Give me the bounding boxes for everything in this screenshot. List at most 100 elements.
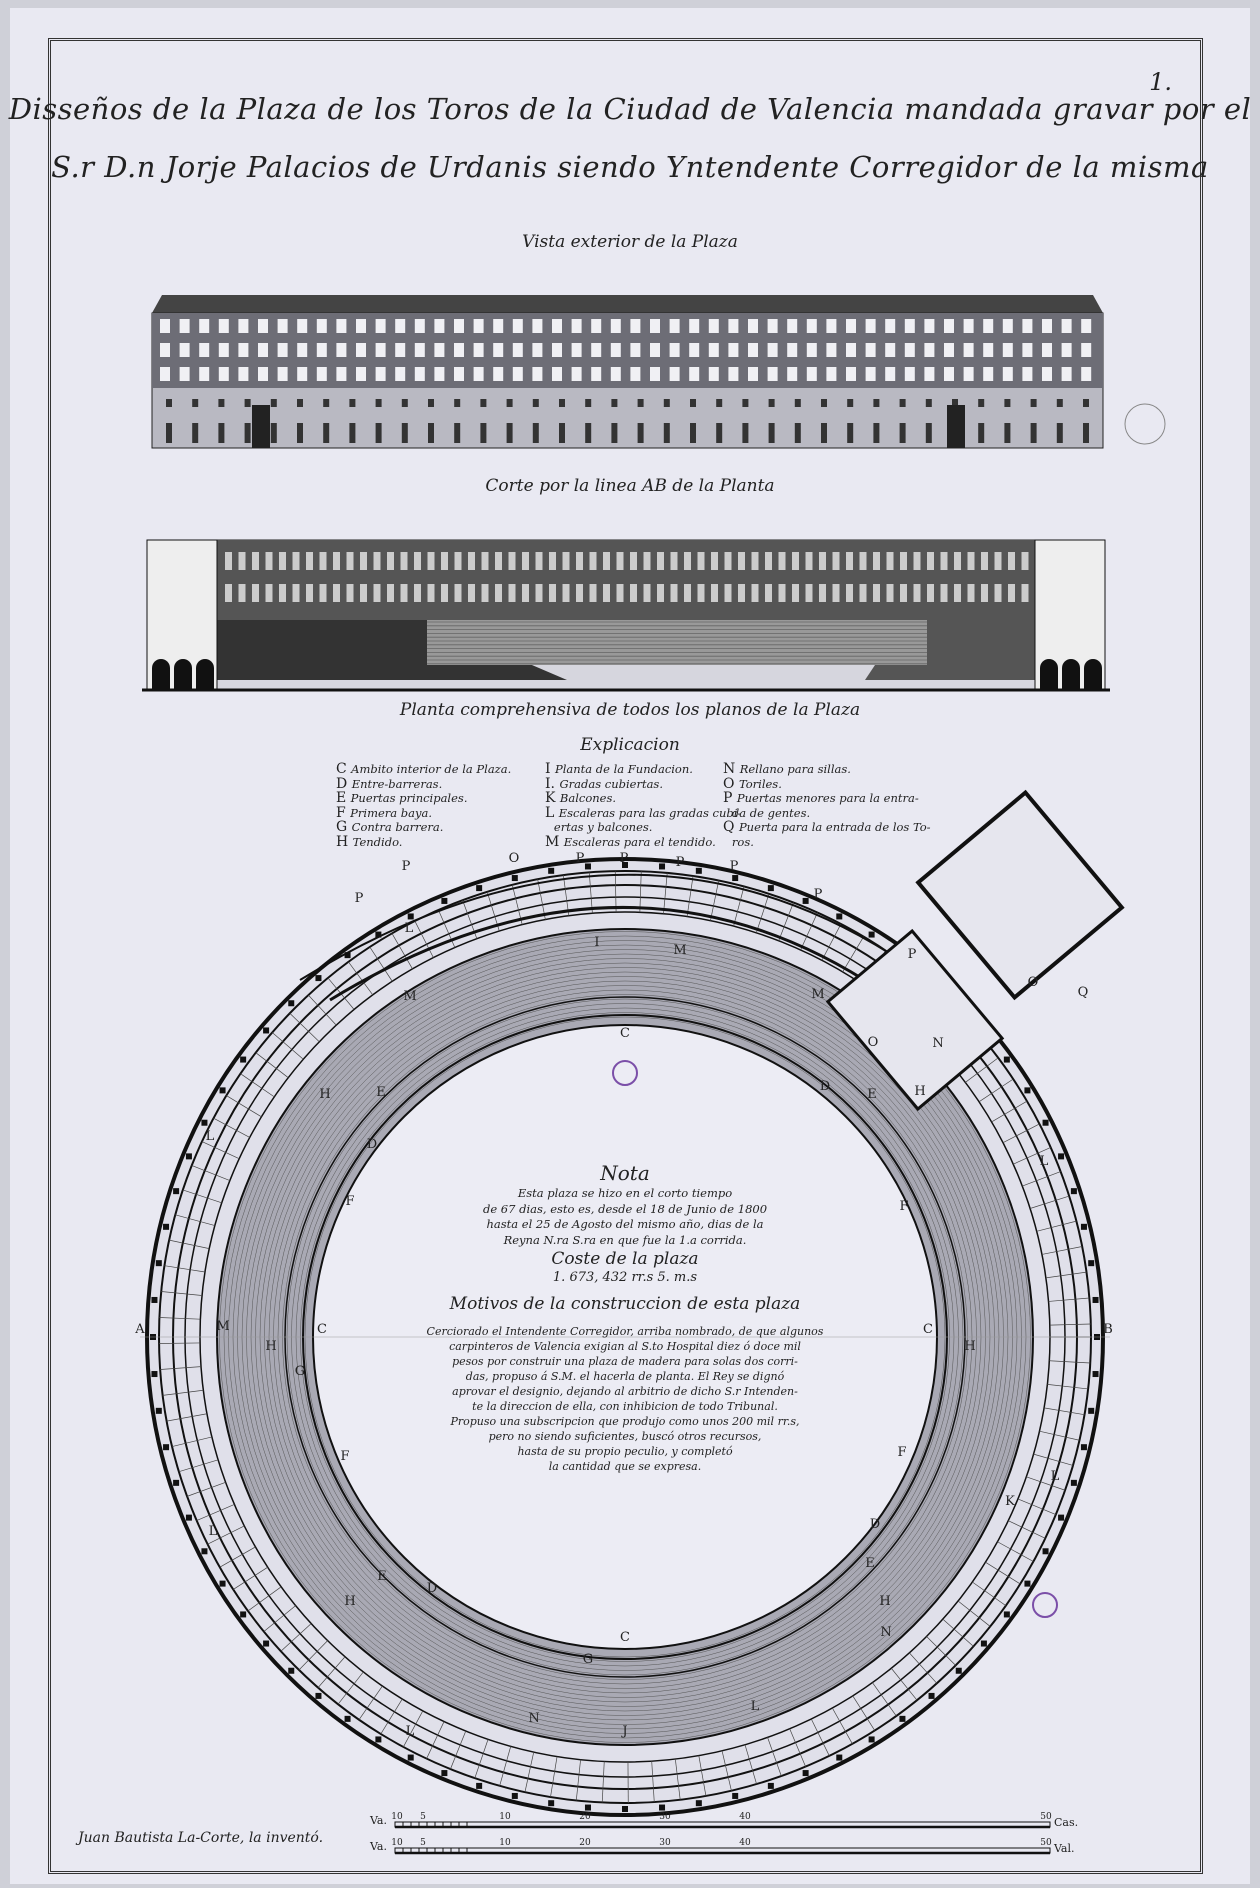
arcade-opening [751,584,759,602]
plan-label-l: L [751,1699,760,1714]
pillar [584,863,591,870]
plan-label-c: C [923,1322,933,1337]
cost-value: 1. 673, 432 rr.s 5. m.s [552,1270,698,1285]
gallery-window [1081,343,1092,357]
arcade-opening [360,584,367,602]
plan-label-e: E [377,1569,387,1584]
gallery-window [806,319,817,333]
pillar [511,875,518,882]
arcade-opening [792,584,799,602]
gallery-window [846,343,856,357]
ground-window [297,423,303,443]
legend-key: L [545,804,559,821]
gallery-window [160,343,170,357]
ground-window [1030,423,1037,443]
legend-text: ertas y balcones. [553,820,653,834]
balcony-divider [789,1728,806,1767]
gallery-window [1061,319,1072,333]
balcony-divider [842,936,864,973]
gallery-window [963,343,974,357]
plan-label-l: L [1051,1469,1060,1484]
pillar [732,875,739,882]
arcade-opening [306,584,313,602]
legend-item: H Tendido. [336,834,511,850]
gallery-window [669,367,680,381]
gallery-window [728,319,739,333]
balcony-divider [308,994,337,1026]
arcade-opening [819,584,826,602]
gallery-window [414,367,425,381]
legend-item: I Planta de la Fundacion. [545,762,741,777]
mezzanine-window [794,399,801,407]
arcade-opening [1021,552,1029,570]
arcade-opening [616,584,624,602]
mezzanine-window [952,399,958,407]
text-line: carpinteros de Valencia exigian al S.to … [449,1339,801,1353]
pillar [1080,1444,1087,1451]
pillar [476,1782,483,1789]
plan-label-e: E [865,1556,875,1571]
plan-label-h: H [344,1594,355,1609]
gallery-window [316,367,327,381]
motives-text: Cerciorado el Intendente Corregidor, arr… [425,1324,825,1474]
gallery-window [454,367,464,381]
gallery-window [356,367,366,381]
arcade-opening [522,552,529,570]
scale-tick-label: 50 [1040,1812,1052,1822]
gallery-window [806,367,817,381]
gallery-window [904,319,915,333]
arcade-opening [819,552,826,570]
legend-item: E Puertas principales. [336,791,511,806]
scale-right-label: Val. [1053,1842,1075,1855]
ground-window [323,423,330,443]
gallery-window [218,343,229,357]
balcony-divider [744,1744,757,1785]
text-line: Esta plaza se hizo en el corto tiempo [517,1186,733,1200]
gallery-window [1081,319,1092,333]
legend-item: G Contra barrera. [336,820,511,835]
text-line: Cerciorado el Intendente Corregidor, arr… [426,1324,824,1338]
balcony-divider [710,880,720,921]
gallery-window [375,319,386,333]
arcade-opening [778,552,786,570]
arcade-opening [252,584,259,602]
toril-corridor [825,928,1005,1112]
ground-window [899,423,906,443]
arcade-opening [724,584,732,602]
legend-text: Escaleras para el tendido. [563,834,716,849]
gallery-window [1022,367,1033,381]
legend-item: O Toriles. [723,776,931,792]
arcade-opening [711,584,718,602]
pillar [1092,1296,1099,1303]
mezzanine-window [611,399,618,407]
pillar [836,1754,843,1761]
plan-label-f: F [345,1194,354,1209]
pillar [1042,1119,1049,1126]
scale-tick-label: 10 [499,1812,511,1822]
title-line-1: Disseños de la Plaza de los Toros de la … [8,92,1252,126]
arcade-opening [441,552,448,570]
scale-left-label: Va. [369,1814,387,1827]
pillar [1070,1479,1077,1486]
balcony-divider [162,1389,204,1396]
mezzanine-window [428,399,434,407]
pillar [219,1580,226,1587]
plan-label-m: M [403,989,416,1004]
pillar [263,1027,270,1034]
mezzanine-window [375,399,382,407]
ground-arch [1040,659,1058,690]
gallery-window [865,343,876,357]
legend-key: F [336,804,351,821]
pillar [659,1804,666,1811]
gallery-window [728,367,739,381]
arcade-opening [427,584,435,602]
balcony-divider [563,875,570,916]
legend-item: C Ambito interior de la Plaza. [336,762,511,777]
balcony-divider [985,1561,1021,1585]
gallery-window [532,367,543,381]
plan-label-p: P [908,947,917,962]
nota-block: Nota Esta plaza se hizo en el corto tiem… [425,1160,825,1474]
legend-text: Entre-barreras. [351,776,443,791]
plan-label-n: N [932,1036,943,1051]
